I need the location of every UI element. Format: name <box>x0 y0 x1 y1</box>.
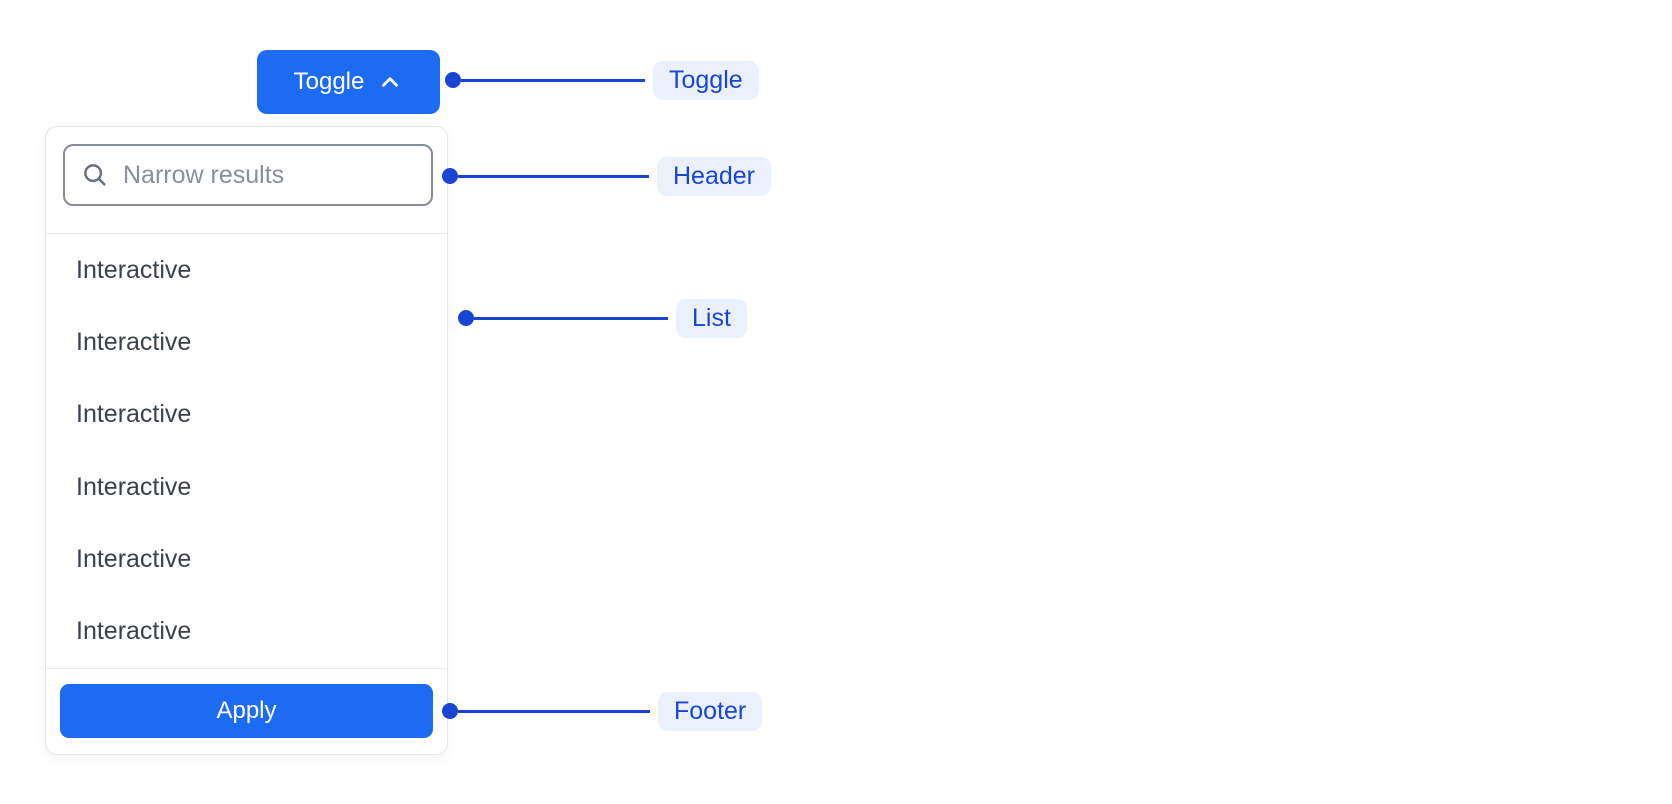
dropdown-panel: Interactive Interactive Interactive Inte… <box>45 126 448 755</box>
list-item[interactable]: Interactive <box>76 544 192 573</box>
annotation-line <box>474 316 668 320</box>
toggle-button[interactable]: Toggle <box>257 50 440 114</box>
annotation-header: Header <box>442 156 771 196</box>
annotation-label-footer: Footer <box>658 691 763 731</box>
annotation-line <box>458 174 649 178</box>
annotation-label-toggle: Toggle <box>653 60 759 100</box>
list-item[interactable]: Interactive <box>76 472 192 501</box>
annotation-label-header: Header <box>657 156 771 196</box>
annotation-line <box>461 78 645 82</box>
search-box[interactable] <box>63 144 433 206</box>
list-item[interactable]: Interactive <box>76 255 192 284</box>
toggle-button-label: Toggle <box>293 68 365 95</box>
annotation-dot <box>442 168 458 184</box>
annotation-footer: Footer <box>442 691 763 731</box>
annotation-line <box>458 709 650 713</box>
list-item[interactable]: Interactive <box>76 617 192 646</box>
dropdown-footer: Apply <box>46 669 447 754</box>
chevron-up-icon <box>377 69 403 95</box>
annotation-dot <box>458 310 474 326</box>
list-item[interactable]: Interactive <box>76 327 192 356</box>
dropdown-header <box>46 127 447 233</box>
apply-button[interactable]: Apply <box>60 683 433 738</box>
annotation-list: List <box>458 298 747 338</box>
search-input[interactable] <box>123 160 416 190</box>
annotation-dot <box>445 72 461 88</box>
annotation-toggle: Toggle <box>445 60 759 100</box>
annotation-label-list: List <box>676 298 747 338</box>
annotation-dot <box>442 703 458 719</box>
list-item[interactable]: Interactive <box>76 400 192 429</box>
search-icon <box>80 160 110 190</box>
options-list: Interactive Interactive Interactive Inte… <box>46 233 447 669</box>
